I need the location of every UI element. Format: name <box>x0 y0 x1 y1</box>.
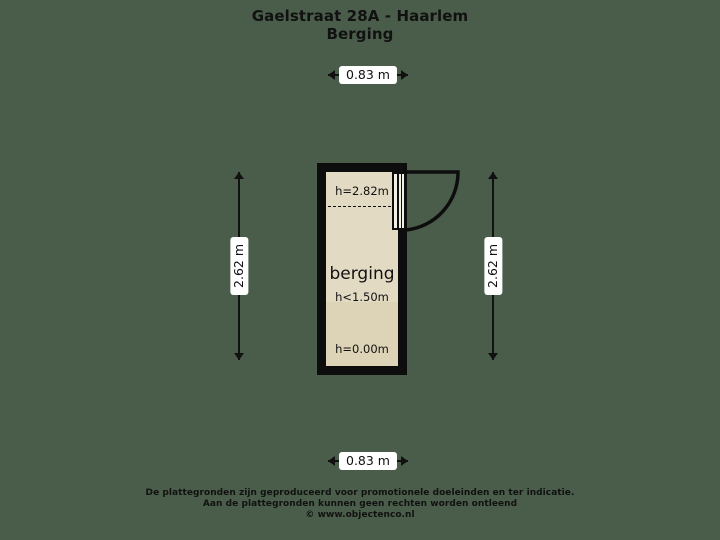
room-floor-lower-zone <box>326 302 398 366</box>
label-ceiling-height: h=2.82m <box>335 184 389 198</box>
title-floor: Berging <box>326 24 394 43</box>
page-title: Gaelstraat 28A - Haarlem Berging <box>0 7 720 43</box>
dimension-bottom-width-label: 0.83 m <box>339 451 397 471</box>
dimension-left-height: 2.62 m <box>229 172 249 360</box>
door-panel <box>392 172 406 230</box>
dimension-right-height: 2.62 m <box>483 172 503 360</box>
dimension-top-width-label: 0.83 m <box>339 65 397 85</box>
label-low-height: h<1.50m <box>335 290 389 304</box>
door-slat <box>400 174 402 228</box>
door-slat <box>397 174 399 228</box>
dimension-left-height-label: 2.62 m <box>229 237 249 295</box>
label-floor-height: h=0.00m <box>335 342 389 356</box>
dimension-bottom-width: 0.83 m <box>328 451 408 471</box>
door-swing-arc-icon <box>404 170 460 232</box>
arrow-down-icon <box>488 353 498 360</box>
footer-line-2: Aan de plattegronden kunnen geen rechten… <box>202 498 518 509</box>
room-berging: h=2.82m berging h<1.50m h=0.00m <box>317 163 407 375</box>
footer-disclaimer: De plattegronden zijn geproduceerd voor … <box>0 488 720 520</box>
arrow-left-icon <box>328 70 335 80</box>
arrow-right-icon <box>401 456 408 466</box>
arrow-up-icon <box>488 172 498 179</box>
title-address: Gaelstraat 28A - Haarlem <box>251 7 469 25</box>
ceiling-height-dashed-line <box>328 206 396 207</box>
arrow-right-icon <box>401 70 408 80</box>
arrow-up-icon <box>234 172 244 179</box>
door-slat <box>404 174 406 228</box>
arrow-left-icon <box>328 456 335 466</box>
room-interior: h=2.82m berging h<1.50m h=0.00m <box>326 172 398 366</box>
arrow-down-icon <box>234 353 244 360</box>
dimension-top-width: 0.83 m <box>328 65 408 85</box>
footer-line-1: De plattegronden zijn geproduceerd voor … <box>145 488 575 498</box>
door-berging <box>392 168 470 234</box>
label-room-name: berging <box>329 264 395 284</box>
footer-line-3: © www.objectenco.nl <box>305 509 415 520</box>
dimension-right-height-label: 2.62 m <box>483 237 503 295</box>
